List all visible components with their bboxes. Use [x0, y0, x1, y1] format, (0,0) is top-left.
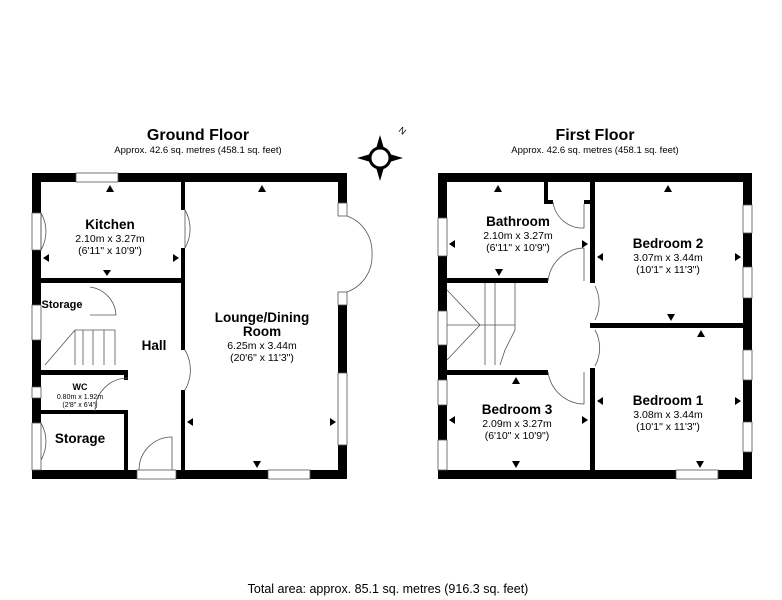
bedroom2-name: Bedroom 2 [633, 236, 704, 251]
first-floor-plan [437, 173, 753, 480]
storage-lower-name: Storage [55, 431, 106, 446]
kitchen-name: Kitchen [85, 217, 135, 232]
ground-floor-plan [31, 172, 373, 480]
ground-floor-title: Ground Floor [147, 127, 249, 144]
bedroom3-name: Bedroom 3 [482, 402, 553, 417]
wc-metric: 0.80m x 1.92m [57, 394, 103, 401]
total-area: Total area: approx. 85.1 sq. metres (916… [248, 582, 529, 596]
storage-upper-name: Storage [42, 299, 83, 311]
bathroom-metric: 2.10m x 3.27m [483, 230, 553, 242]
bedroom1-metric: 3.08m x 3.44m [633, 409, 703, 421]
compass-north-label: N [397, 125, 408, 137]
bedroom3-imperial: (6'10" x 10'9") [485, 430, 550, 442]
first-floor-title: First Floor [555, 127, 634, 144]
bedroom2-metric: 3.07m x 3.44m [633, 252, 703, 264]
compass-icon: N [357, 125, 408, 181]
kitchen-metric: 2.10m x 3.27m [75, 233, 145, 245]
bathroom-name: Bathroom [486, 214, 550, 229]
lounge-imperial: (20'6" x 11'3") [230, 352, 294, 364]
wc-imperial: (2'8" x 6'4") [62, 402, 97, 409]
bathroom-imperial: (6'11" x 10'9") [486, 242, 550, 254]
bedroom2-imperial: (10'1" x 11'3") [636, 264, 700, 276]
hall-name: Hall [142, 338, 167, 353]
bedroom1-imperial: (10'1" x 11'3") [636, 421, 700, 433]
lounge-name-line1: Lounge/Dining [215, 310, 309, 325]
ground-floor-area: Approx. 42.6 sq. metres (458.1 sq. feet) [114, 145, 281, 156]
lounge-metric: 6.25m x 3.44m [227, 340, 297, 352]
wc-name: WC [73, 382, 88, 392]
bedroom3-metric: 2.09m x 3.27m [482, 418, 552, 430]
kitchen-imperial: (6'11" x 10'9") [78, 245, 142, 257]
lounge-name-line2: Room [243, 324, 281, 339]
first-floor-area: Approx. 42.6 sq. metres (458.1 sq. feet) [511, 145, 678, 156]
bedroom1-name: Bedroom 1 [633, 393, 704, 408]
